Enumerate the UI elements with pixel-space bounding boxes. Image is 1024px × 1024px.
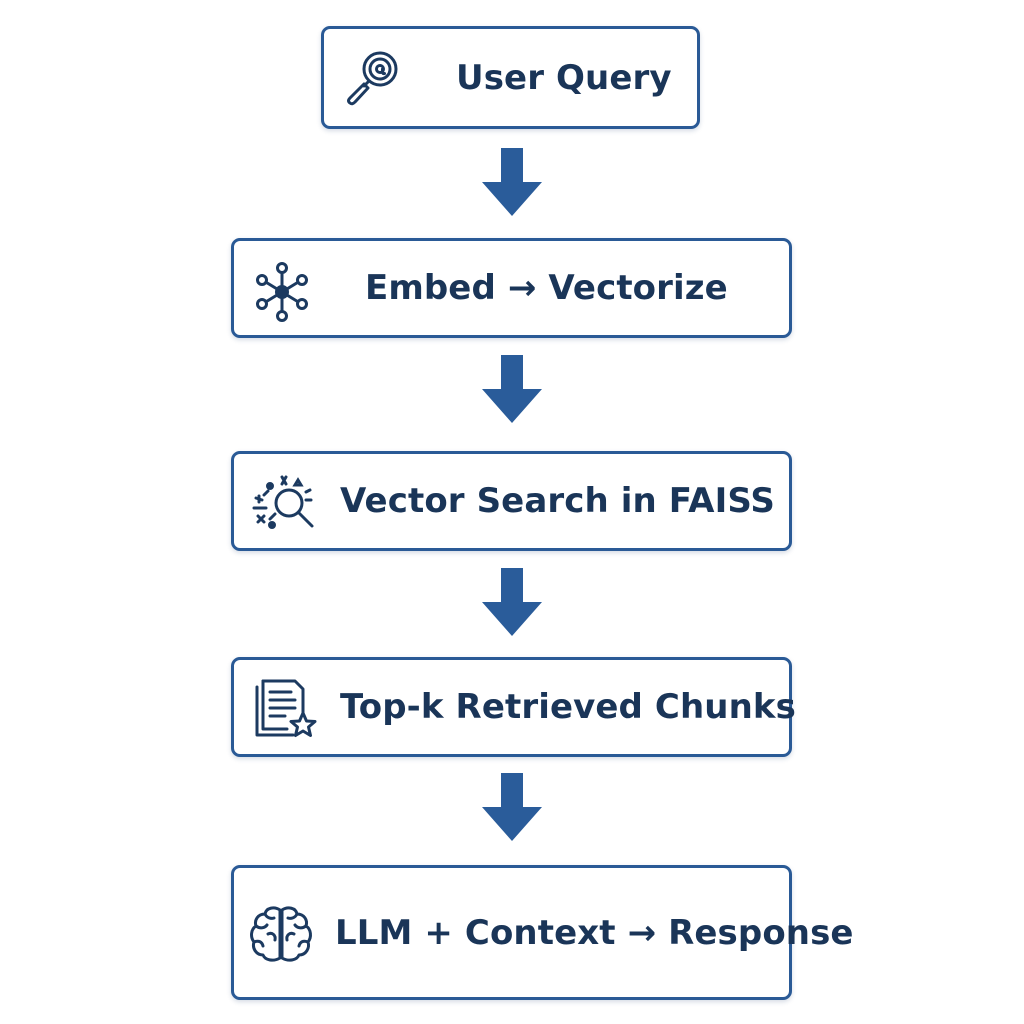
step-llm-response: LLM + Context → Response: [231, 865, 853, 1000]
vector-search-icon: [248, 470, 318, 536]
step-top-k-chunks: Top-k Retrieved Chunks: [231, 657, 796, 757]
down-arrow: [482, 355, 542, 423]
step-embed-vectorize: Embed → Vectorize: [231, 238, 792, 338]
down-arrow: [482, 148, 542, 216]
step-user-query: User Query: [321, 26, 700, 129]
brain-icon: [248, 904, 314, 964]
step-label: Vector Search in FAISS: [340, 481, 775, 521]
down-arrow: [482, 568, 542, 636]
step-label: LLM + Context → Response: [335, 912, 854, 953]
down-arrow: [482, 773, 542, 841]
step-label: Embed → Vectorize: [365, 268, 728, 308]
step-vector-search: Vector Search in FAISS: [231, 451, 792, 551]
step-label: User Query: [456, 57, 672, 98]
step-label: Top-k Retrieved Chunks: [340, 687, 796, 727]
magnifier-icon: [342, 47, 406, 111]
documents-star-icon: [251, 677, 321, 741]
network-nodes-icon: [251, 259, 315, 323]
